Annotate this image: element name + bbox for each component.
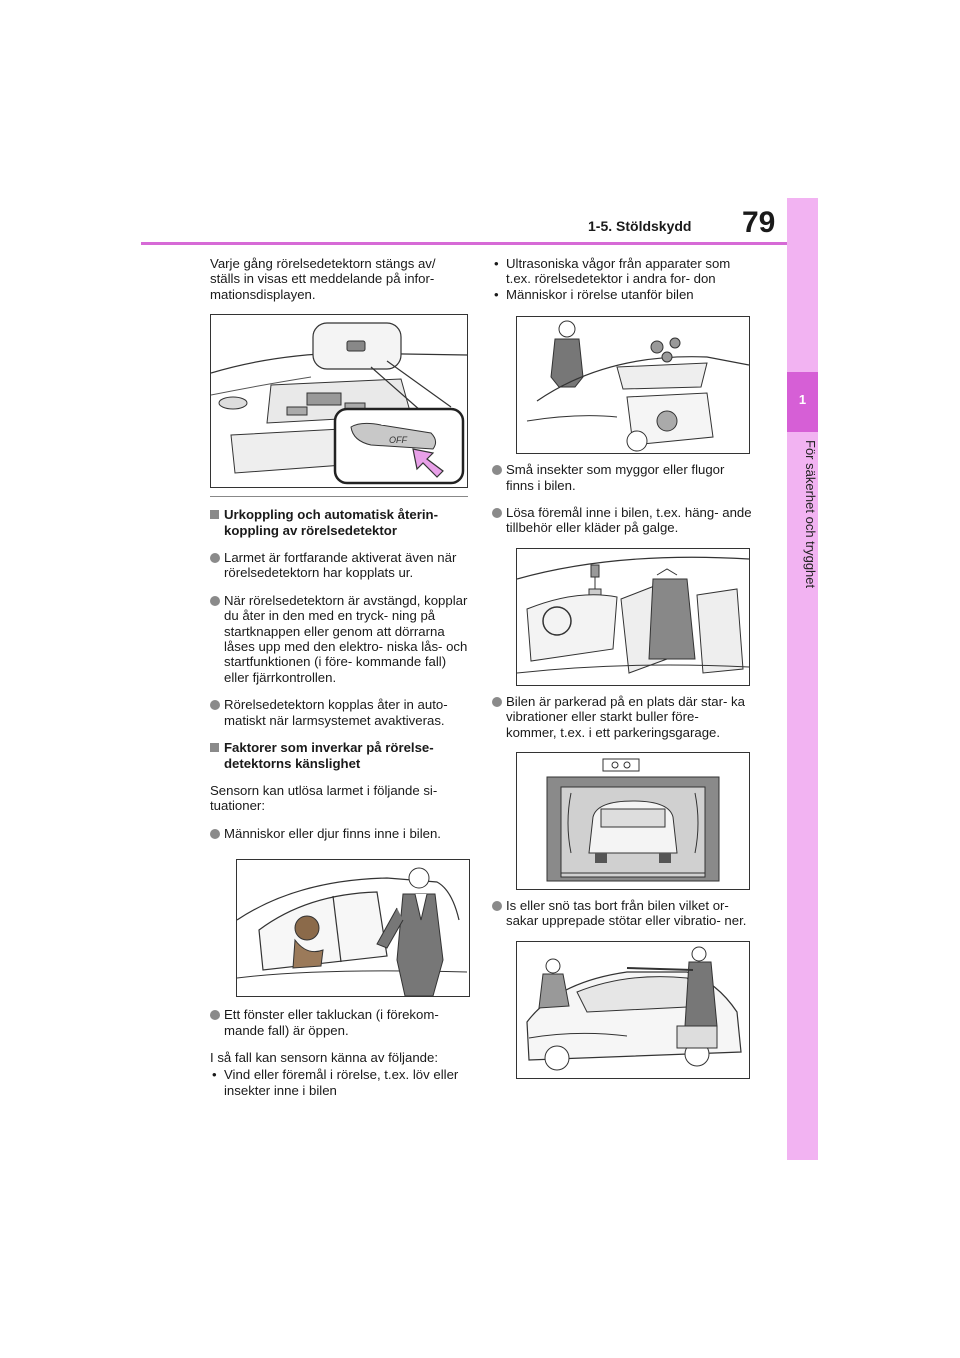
header-rule: [141, 242, 787, 245]
bullet-dot: [492, 508, 502, 519]
bullet-dot: [210, 1010, 220, 1021]
list-item: Ett fönster eller takluckan (i förekom- …: [210, 1007, 468, 1038]
bullet-dot: [210, 700, 220, 711]
section-title: 1-5. Stöldskydd: [588, 218, 692, 234]
figure-hanging-clothes: [516, 547, 750, 686]
bullet-dot: [210, 553, 220, 564]
heading-square-marker: [210, 743, 219, 753]
section-heading-sensitivity: Faktorer som inverkar på rörelse- detekt…: [210, 740, 468, 771]
sub-list-item: Ultrasoniska vågor från apparater som t.…: [492, 256, 752, 287]
bullet-dot: [492, 901, 502, 912]
left-column: Varje gång rörelsedetektorn stängs av/ s…: [210, 256, 470, 1098]
list-item: Små insekter som myggor eller flugor fin…: [492, 462, 752, 493]
list-item: Rörelsedetektorn kopplas åter in auto- m…: [210, 697, 468, 728]
intro-paragraph: Varje gång rörelsedetektorn stängs av/ s…: [210, 256, 436, 302]
chapter-side-tab-active: [787, 372, 818, 432]
figure-divider: [210, 496, 468, 498]
list-item: Bilen är parkerad på en plats där star- …: [492, 694, 752, 740]
sub-list-item: Människor i rörelse utanför bilen: [492, 287, 752, 303]
off-button-label: OFF: [389, 435, 407, 445]
chapter-label: För säkerhet och trygghet: [803, 440, 818, 589]
chapter-side-tab: [787, 198, 818, 1160]
section-heading-disconnect: Urkoppling och automatisk återin- koppli…: [210, 507, 468, 538]
figure-overhead-console: OFF: [210, 314, 468, 489]
figure-person-outside-car: [516, 316, 750, 455]
bullet-dot: [210, 595, 220, 606]
followup-text: I så fall kan sensorn känna av följande:: [210, 1049, 438, 1065]
right-column: Ultrasoniska vågor från apparater som t.…: [492, 256, 752, 1079]
page-number: 79: [742, 206, 776, 239]
list-item: Människor eller djur finns inne i bilen.: [210, 826, 468, 841]
sensitivity-intro: Sensorn kan utlösa larmet i följande si-…: [210, 782, 438, 814]
figure-dog-in-car: [236, 859, 470, 998]
bullet-dot: [492, 696, 502, 707]
figure-parking-garage: [516, 752, 750, 891]
bullet-dot: [492, 465, 502, 476]
list-item: När rörelsedetektorn är avstängd, koppla…: [210, 593, 468, 685]
list-item: Lösa föremål inne i bilen, t.ex. häng- a…: [492, 505, 752, 536]
bullet-dot: [210, 828, 220, 839]
list-item: Larmet är fortfarande aktiverat även när…: [210, 550, 468, 581]
figure-snow-removal: [516, 940, 750, 1079]
chapter-number: 1: [798, 392, 807, 407]
sub-list-item: Vind eller föremål i rörelse, t.ex. löv …: [210, 1067, 468, 1098]
list-item: Is eller snö tas bort från bilen vilket …: [492, 898, 752, 929]
heading-square-marker: [210, 510, 219, 520]
